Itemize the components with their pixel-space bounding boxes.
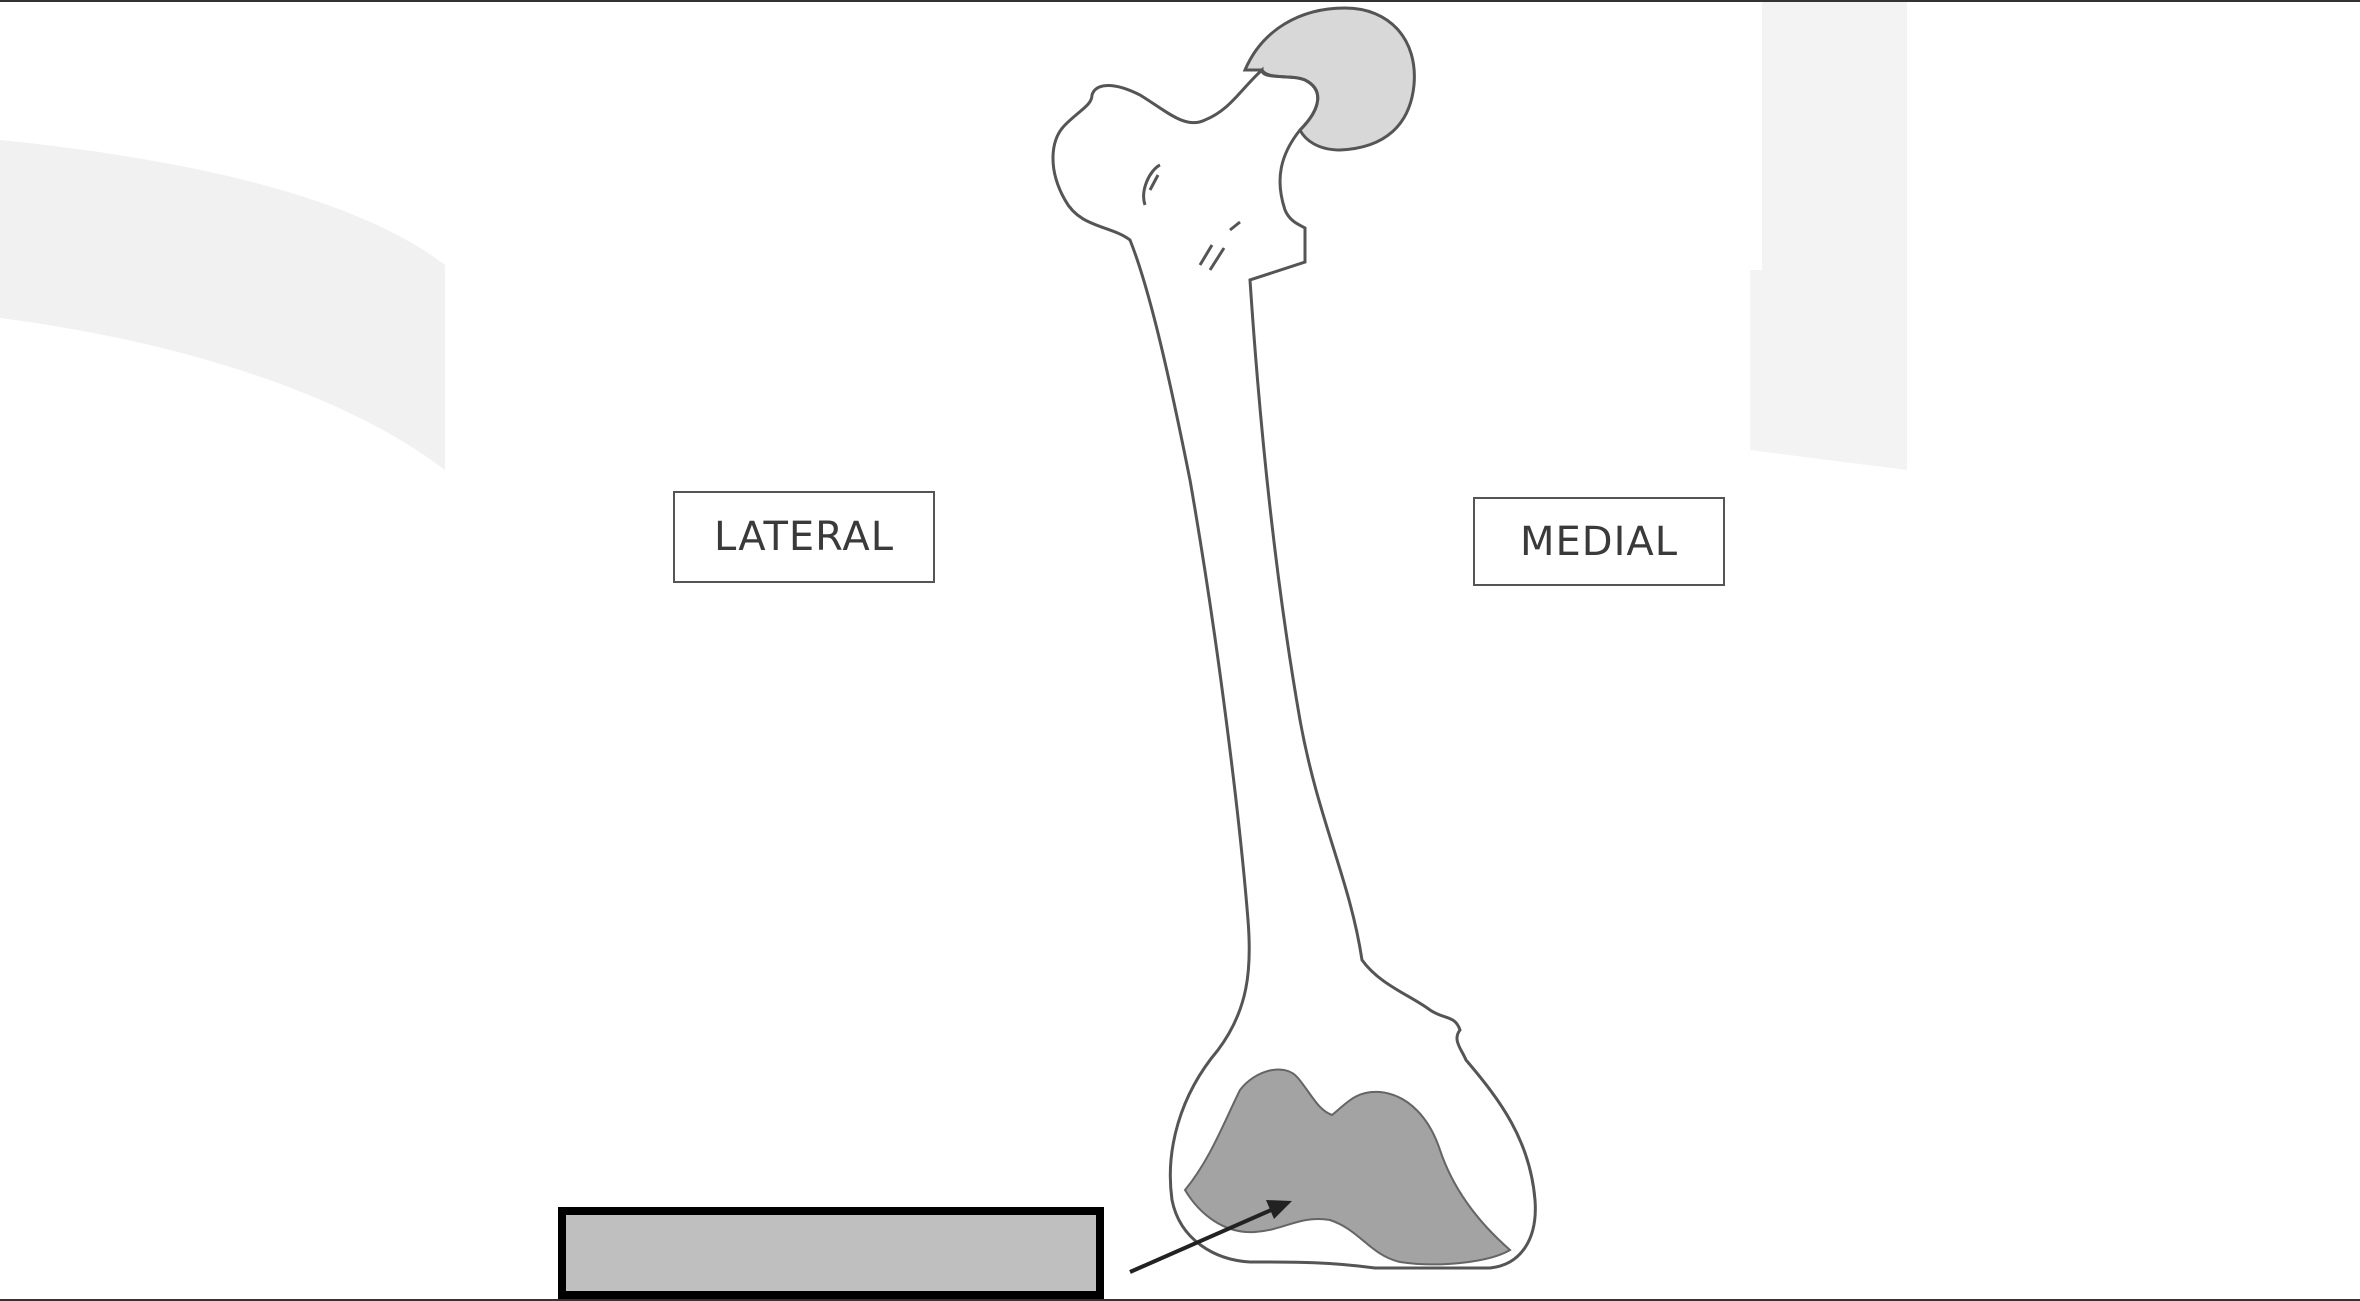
- pointer-arrow-head: [1266, 1200, 1292, 1219]
- watermark-arc: [0, 140, 445, 470]
- femoral-head: [1242, 6, 1416, 152]
- femur-outline: [1051, 66, 1537, 1270]
- watermark-bar: [1750, 0, 1907, 470]
- pointer-arrow-line: [1129, 1205, 1279, 1274]
- answer-box[interactable]: [558, 1207, 1104, 1299]
- trochanter-detail: [1142, 163, 1241, 271]
- condyle-region: [1183, 1068, 1512, 1266]
- medial-label: MEDIAL: [1473, 497, 1725, 586]
- lateral-label: LATERAL: [673, 491, 935, 583]
